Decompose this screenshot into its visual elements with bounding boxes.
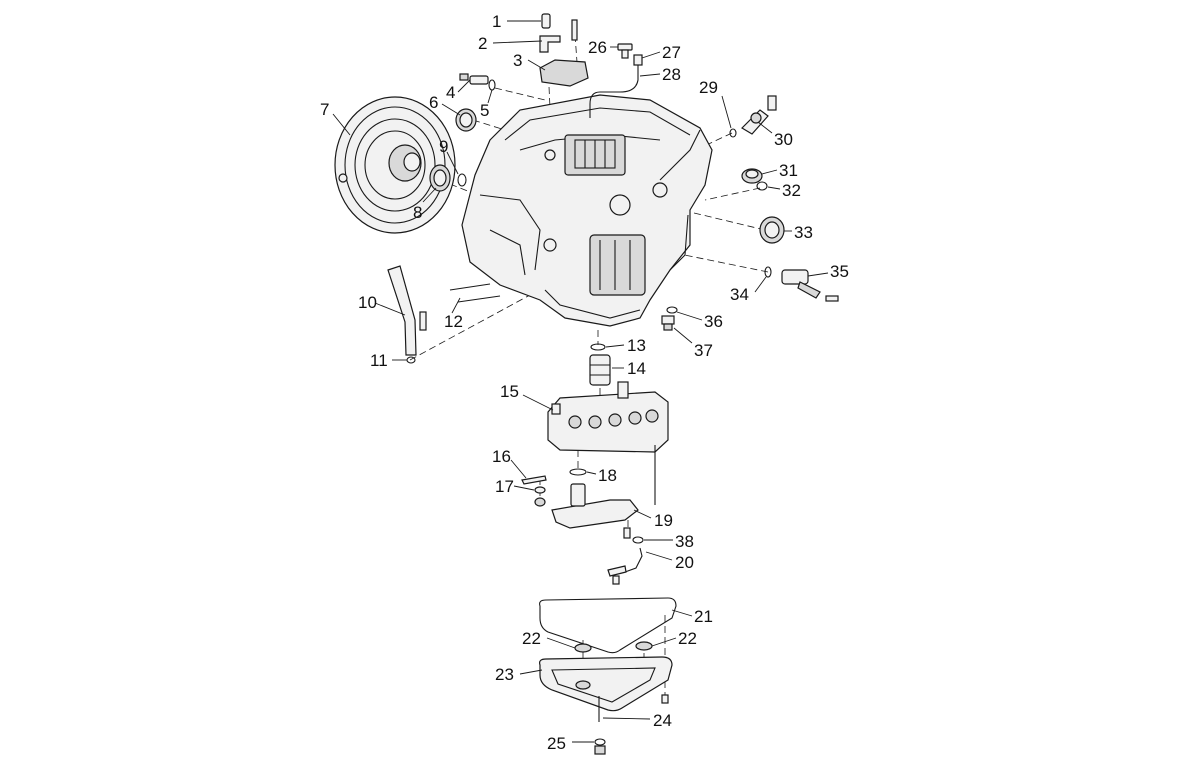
transmission-case [461, 94, 713, 327]
callout-1: 1 [492, 12, 501, 31]
sensor-30 [741, 95, 777, 135]
callout-33: 33 [794, 223, 813, 242]
callout-9: 9 [439, 137, 448, 156]
callout-23: 23 [495, 665, 514, 684]
callout-26: 26 [588, 38, 607, 57]
callout-18: 18 [598, 466, 617, 485]
leader-lines [332, 20, 829, 743]
union-37 [661, 315, 675, 331]
callout-12: 12 [444, 312, 463, 331]
callout-3: 3 [513, 51, 522, 70]
callout-27: 27 [662, 43, 681, 62]
callout-20: 20 [675, 553, 694, 572]
oil-seal-33 [759, 216, 785, 244]
o-ring-11 [406, 356, 416, 364]
callout-28: 28 [662, 65, 681, 84]
filler-tube-10 [387, 265, 427, 356]
callout-6: 6 [429, 93, 438, 112]
callout-32: 32 [782, 181, 801, 200]
sensor-bracket-3 [539, 13, 589, 87]
accumulator-14 [589, 354, 611, 386]
callout-25: 25 [547, 734, 566, 753]
magnet-22a [574, 643, 592, 653]
valve-body-15 [547, 381, 669, 505]
callout-19: 19 [654, 511, 673, 530]
o-ring-18 [569, 468, 587, 476]
hose-28 [589, 60, 639, 118]
callout-labels: 1 2 3 4 5 6 7 8 9 10 11 12 13 14 15 16 1… [320, 12, 849, 753]
callout-38: 38 [675, 532, 694, 551]
bolt-26 [617, 43, 633, 59]
magnet-22b [635, 641, 653, 651]
speed-sensor-4 [459, 73, 496, 91]
o-ring-13 [590, 343, 606, 351]
callout-31: 31 [779, 161, 798, 180]
callout-2: 2 [478, 34, 487, 53]
bolt-washer-17 [534, 486, 546, 507]
torque-converter [334, 96, 456, 234]
o-ring-9 [457, 173, 467, 187]
callout-7: 7 [320, 100, 329, 119]
oil-pan-23 [539, 656, 673, 712]
callout-24: 24 [653, 711, 672, 730]
fitting-27 [633, 54, 643, 66]
callout-37: 37 [694, 341, 713, 360]
callout-13: 13 [627, 336, 646, 355]
o-ring-36 [666, 306, 678, 314]
oil-strainer-19 [551, 483, 639, 539]
callout-14: 14 [627, 359, 646, 378]
oil-seal-8 [429, 164, 451, 192]
callout-5: 5 [480, 101, 489, 120]
oil-pan-gasket-21 [539, 597, 677, 654]
callout-22-left: 22 [522, 629, 541, 648]
callout-36: 36 [704, 312, 723, 331]
studs-12 [449, 283, 501, 303]
oil-seal-6 [455, 108, 477, 132]
callout-35: 35 [830, 262, 849, 281]
callout-8: 8 [413, 203, 422, 222]
bolt-24 [598, 694, 669, 722]
callout-17: 17 [495, 477, 514, 496]
callout-15: 15 [500, 382, 519, 401]
drain-plug-25 [594, 738, 606, 755]
detent-spring-16 [521, 475, 547, 485]
o-ring-38 [632, 536, 644, 544]
pipe-20 [607, 547, 643, 585]
callout-34: 34 [730, 285, 749, 304]
callout-10: 10 [358, 293, 377, 312]
plug-31 [741, 168, 763, 184]
sensor-35 [781, 269, 839, 302]
o-ring-32 [756, 181, 768, 191]
callout-16: 16 [492, 447, 511, 466]
o-ring-34 [764, 266, 772, 278]
callout-11: 11 [370, 351, 388, 370]
callout-21: 21 [694, 607, 713, 626]
callout-22-right: 22 [678, 629, 697, 648]
callout-29: 29 [699, 78, 718, 97]
callout-30: 30 [774, 130, 793, 149]
o-ring-29 [729, 128, 737, 138]
callout-4: 4 [446, 83, 455, 102]
